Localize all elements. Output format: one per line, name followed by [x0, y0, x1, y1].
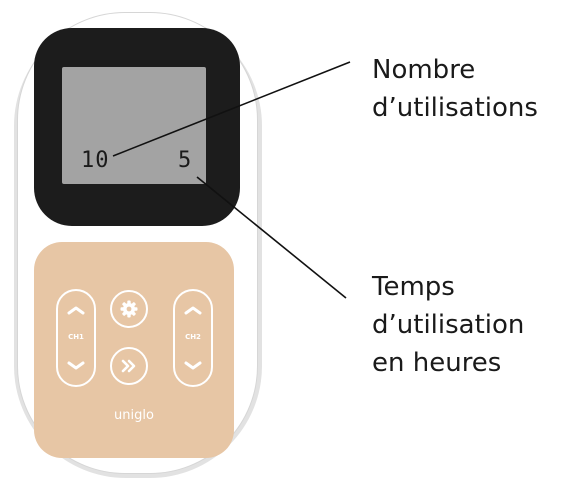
- chevron-up-icon[interactable]: [66, 305, 86, 315]
- brand-logo: uniglo: [114, 408, 154, 423]
- ch2-label: CH2: [185, 333, 201, 341]
- annotation-line: en heures: [372, 348, 502, 378]
- gear-icon: [120, 300, 138, 318]
- annotation-line: d’utilisation: [372, 310, 525, 340]
- usage-hours-annotation: Temps d’utilisation en heures: [372, 268, 524, 382]
- annotation-line: d’utilisations: [372, 93, 538, 123]
- settings-button[interactable]: [110, 290, 148, 328]
- usage-count-annotation: Nombre d’utilisations: [372, 51, 538, 127]
- chevron-up-icon[interactable]: [183, 305, 203, 315]
- annotation-line: Temps: [372, 272, 455, 302]
- usage-hours-value: 5: [178, 148, 193, 173]
- chevron-down-icon[interactable]: [183, 361, 203, 371]
- annotation-line: Nombre: [372, 55, 476, 85]
- usage-count-value: 10: [81, 148, 110, 173]
- ch1-label: CH1: [68, 333, 84, 341]
- mode-button[interactable]: [110, 347, 148, 385]
- ch1-control[interactable]: CH1: [56, 289, 96, 387]
- ch2-control[interactable]: CH2: [173, 289, 213, 387]
- chevron-down-icon[interactable]: [66, 361, 86, 371]
- double-chevron-right-icon: [121, 359, 136, 373]
